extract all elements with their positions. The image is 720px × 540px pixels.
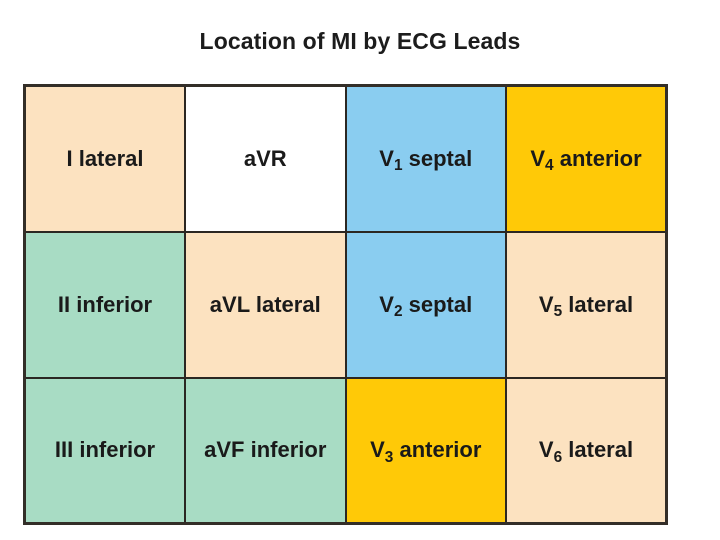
- lead-name: II: [57, 291, 71, 317]
- lead-name: aVL: [209, 291, 250, 317]
- lead-subscript: 4: [545, 157, 554, 175]
- table-cell-lead-V1: V1 septal: [344, 84, 507, 233]
- lead-name: III: [54, 437, 74, 463]
- lead-subscript: 5: [553, 303, 563, 321]
- table-body: I lateral aVR V1 septal V4 anterior II i…: [23, 84, 668, 525]
- lead-name: aVF: [204, 437, 245, 463]
- cell-label: V3 anterior: [370, 437, 482, 466]
- lead-name: I: [66, 145, 73, 171]
- cell-label: II inferior: [57, 291, 153, 317]
- table-cell-lead-I: I lateral: [23, 84, 186, 233]
- cell-label: V4 anterior: [530, 145, 642, 175]
- lead-name: V: [538, 437, 554, 463]
- lead-region: inferior: [250, 437, 327, 463]
- lead-region: lateral: [255, 291, 321, 317]
- table-row: I lateral aVR V1 septal V4 anterior: [23, 84, 668, 233]
- table-cell-lead-aVF: aVF inferior: [184, 376, 347, 525]
- lead-subscript: 2: [393, 303, 403, 321]
- cell-label: V2 septal: [379, 291, 473, 321]
- cell-label: aVF inferior: [204, 438, 326, 462]
- lead-subscript: 3: [384, 448, 394, 466]
- lead-name: V: [379, 145, 394, 171]
- lead-region: anterior: [559, 145, 642, 171]
- lead-name: V: [370, 437, 385, 463]
- lead-region: inferior: [76, 291, 153, 317]
- cell-label: aVR: [243, 145, 287, 171]
- lead-region: septal: [408, 145, 473, 171]
- lead-region: anterior: [399, 437, 482, 463]
- lead-region: lateral: [568, 437, 634, 463]
- table-cell-lead-III: III inferior: [23, 376, 186, 525]
- table-cell-lead-V2: V2 septal: [344, 230, 507, 379]
- table-cell-lead-aVR: aVR: [184, 84, 347, 233]
- table-cell-lead-V5: V5 lateral: [505, 230, 668, 379]
- page-title: Location of MI by ECG Leads: [199, 28, 521, 54]
- cell-label: III inferior: [55, 438, 155, 462]
- lead-region: septal: [408, 291, 473, 317]
- cell-label: V6 lateral: [538, 437, 634, 466]
- table-cell-lead-V4: V4 anterior: [505, 84, 668, 233]
- lead-region: lateral: [78, 145, 144, 171]
- lead-name: aVR: [243, 145, 287, 171]
- lead-region: lateral: [568, 291, 634, 317]
- lead-name: V: [538, 291, 554, 317]
- table-cell-lead-II: II inferior: [23, 230, 186, 379]
- lead-region: inferior: [79, 437, 156, 463]
- table-cell-lead-V3: V3 anterior: [344, 376, 507, 525]
- lead-subscript: 1: [393, 157, 403, 175]
- ecg-lead-table: I lateral aVR V1 septal V4 anterior II i…: [23, 84, 668, 525]
- table-cell-lead-V6: V6 lateral: [505, 376, 668, 525]
- lead-subscript: 6: [553, 448, 563, 466]
- table-cell-lead-aVL: aVL lateral: [184, 230, 347, 379]
- cell-label: V1 septal: [379, 145, 473, 175]
- table-row: III inferior aVF inferior V3 anterior V6…: [23, 376, 668, 525]
- cell-label: V5 lateral: [538, 291, 634, 321]
- cell-label: I lateral: [66, 145, 144, 171]
- table-row: II inferior aVL lateral V2 septal V5 lat…: [23, 230, 668, 379]
- lead-name: V: [530, 145, 546, 171]
- lead-name: V: [379, 291, 394, 317]
- cell-label: aVL lateral: [209, 291, 321, 317]
